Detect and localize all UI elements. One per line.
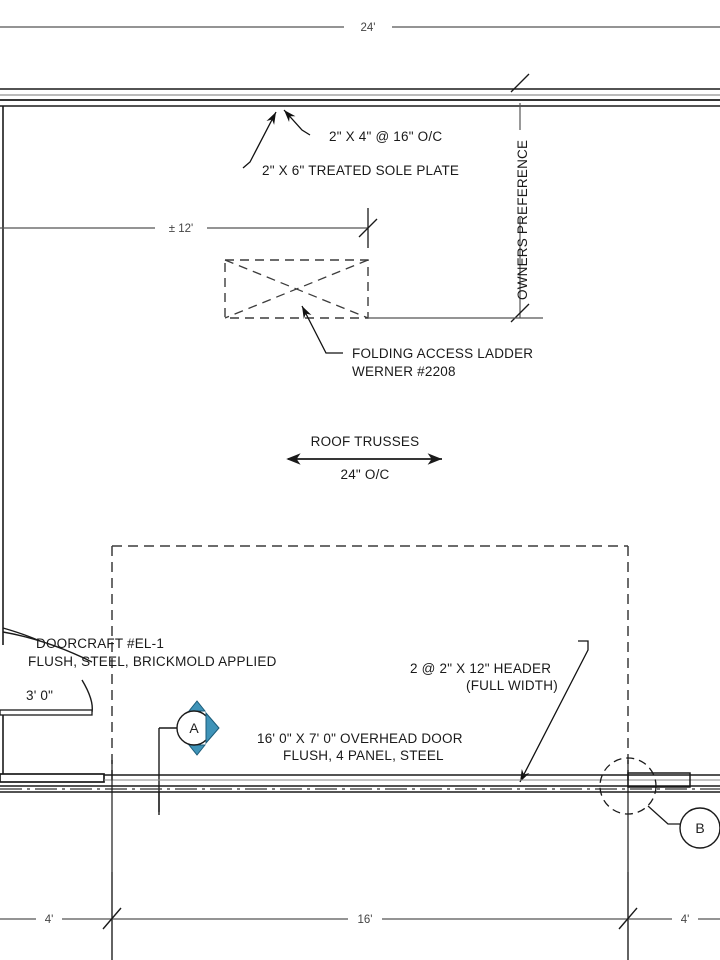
dim-bottom-center-label: 16': [358, 914, 373, 926]
note-stud-spacing: 2" X 4" @ 16" O/C: [329, 129, 442, 144]
dim-overall-top-label: 24': [361, 22, 376, 34]
note-ladder-line1: FOLDING ACCESS LADDER: [352, 346, 533, 361]
dim-bottom-right-label: 4': [681, 914, 690, 926]
note-overhead-door-line2: FLUSH, 4 PANEL, STEEL: [283, 748, 444, 763]
detail-callout-a-label: A: [189, 720, 199, 736]
note-header-line1: 2 @ 2" X 12" HEADER: [410, 661, 551, 676]
service-door-symbol: [0, 631, 93, 716]
dim-door-width-label: 3' 0": [26, 688, 53, 703]
detail-callout-a[interactable]: [158, 700, 220, 812]
note-ladder-line2: WERNER #2208: [352, 364, 456, 379]
note-service-door-line2: FLUSH, STEEL, BRICKMOLD APPLIED: [28, 654, 277, 669]
detail-callout-b[interactable]: [599, 757, 720, 849]
leader-folding-ladder: [301, 305, 343, 354]
note-trusses-line1: ROOF TRUSSES: [311, 434, 420, 449]
grid-lines: [111, 760, 629, 960]
leader-sole-plate: [242, 111, 277, 169]
dim-interior-left-label: ± 12': [169, 223, 194, 235]
leader-service-door: [2, 627, 41, 642]
detail-callout-b-label: B: [695, 820, 704, 836]
dimension-interior-left: [0, 208, 378, 248]
note-sole-plate: 2" X 6" TREATED SOLE PLATE: [262, 163, 459, 178]
dimension-bottom-string: [0, 872, 720, 960]
leader-header: [519, 640, 589, 783]
top-wall: [0, 88, 720, 107]
bottom-wall: [0, 772, 720, 793]
folding-access-ladder-symbol: [224, 259, 473, 319]
overhead-door-opening-dashed: [111, 545, 629, 785]
note-header-line2: (FULL WIDTH): [466, 678, 558, 693]
leader-stud-spacing: [283, 109, 311, 136]
note-trusses-line2: 24" O/C: [341, 467, 390, 482]
note-overhead-door-line1: 16' 0" X 7' 0" OVERHEAD DOOR: [257, 731, 463, 746]
dim-owners-preference-label: OWNERS PREFERENCE: [515, 140, 530, 300]
dimension-owners-preference: [473, 73, 543, 323]
note-service-door-line1: DOORCRAFT #EL-1: [36, 636, 164, 651]
dim-bottom-left-label: 4': [45, 914, 54, 926]
